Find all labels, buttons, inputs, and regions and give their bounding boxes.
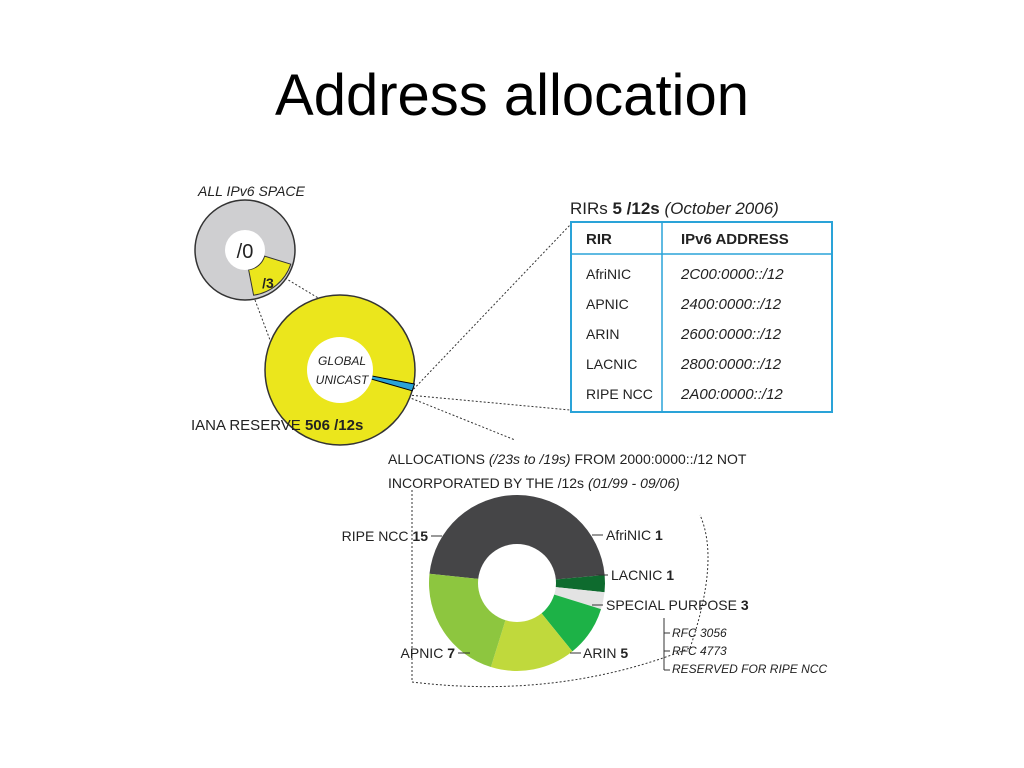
donut-slice-afrinic <box>517 574 605 593</box>
slice-label-name: SPECIAL PURPOSE <box>606 597 737 613</box>
special-purpose-note: RESERVED FOR RIPE NCC <box>672 662 827 676</box>
rir-table-col-addr: IPv6 ADDRESS <box>681 231 789 248</box>
special-purpose-note: RFC 4773 <box>672 644 727 658</box>
special-purpose-bracket <box>663 618 670 671</box>
slide-title: Address allocation <box>275 63 749 128</box>
connector-slice-to-unicast-b <box>254 299 271 341</box>
slice-label-special-purpose: SPECIAL PURPOSE 3 <box>606 597 749 613</box>
donut-hole <box>478 544 556 622</box>
all-space-label: ALL IPv6 SPACE <box>197 183 306 199</box>
slice-label-name: ARIN <box>583 645 616 661</box>
rir-row-name: APNIC <box>586 296 629 312</box>
iana-reserve-label: IANA RESERVE 506 /12s <box>191 417 363 434</box>
connector-to-allocations <box>407 396 516 441</box>
slice-label-value: 15 <box>412 528 428 544</box>
donut-slice-ripe-ncc <box>429 495 605 583</box>
rir-row-name: ARIN <box>586 326 619 342</box>
global-unicast-line1: GLOBAL <box>318 354 366 368</box>
allocations-bottom-bracket <box>411 647 691 688</box>
special-purpose-note: RFC 3056 <box>672 626 727 640</box>
rirs-heading-count: 5 /12s <box>613 199 660 218</box>
allocations-caption-line1: ALLOCATIONS (/23s to /19s) FROM 2000:000… <box>388 451 747 467</box>
rir-table-border <box>570 221 833 413</box>
rirs-heading-date: (October 2006) <box>660 199 779 218</box>
allocations-caption-e: (01/99 - 09/06) <box>588 475 680 491</box>
connector-lines <box>254 224 709 688</box>
rirs-heading: RIRs 5 /12s (October 2006) <box>570 199 779 218</box>
slice-label-arin: ARIN 5 <box>583 645 628 661</box>
allocations-caption-a: ALLOCATIONS <box>388 451 489 467</box>
rir-row-address: 2C00:0000::/12 <box>680 266 784 283</box>
rir-row-address: 2800:0000::/12 <box>680 356 782 373</box>
global-unicast-line2: UNICAST <box>316 373 370 387</box>
slice-label-name: LACNIC <box>611 567 662 583</box>
global-unicast-hole <box>307 337 373 403</box>
allocations-caption-b: (/23s to /19s) <box>489 451 571 467</box>
rir-row-name: RIPE NCC <box>586 386 653 402</box>
rirs-heading-prefix: RIRs <box>570 199 613 218</box>
slice-label-name: APNIC <box>401 645 444 661</box>
slice-label-ripe-ncc: RIPE NCC 15 <box>342 528 429 544</box>
slice-label-name: AfriNIC <box>606 527 651 543</box>
leader-lines <box>431 534 670 671</box>
all-space-whole-label: /0 <box>237 241 254 263</box>
connector-to-table-top <box>407 224 571 396</box>
all-space-slice-label: /3 <box>262 275 274 291</box>
slice-label-name: RIPE NCC <box>342 528 409 544</box>
allocations-right-bracket <box>689 514 709 649</box>
rir-table-col-rir: RIR <box>586 231 612 248</box>
allocations-caption-c: FROM 2000:0000::/12 NOT <box>571 451 747 467</box>
iana-reserve-prefix: IANA RESERVE <box>191 417 305 434</box>
slice-label-value: 5 <box>620 645 628 661</box>
slice-label-value: 3 <box>741 597 749 613</box>
all-space-hole <box>225 230 265 270</box>
slice-label-value: 7 <box>447 645 455 661</box>
slice-label-value: 1 <box>655 527 663 543</box>
donut-labels: RIPE NCC 15 AfriNIC 1 LACNIC 1 SPECIAL P… <box>342 527 749 661</box>
allocations-caption-line2: INCORPORATED BY THE /12s (01/99 - 09/06) <box>388 475 680 491</box>
slice-label-value: 1 <box>666 567 674 583</box>
rir-row-name: AfriNIC <box>586 266 631 282</box>
iana-reserve-value: 506 /12s <box>305 417 363 434</box>
rir-row-address: 2400:0000::/12 <box>680 296 782 313</box>
rir-row-address: 2A00:0000::/12 <box>680 386 783 403</box>
rir-row-name: LACNIC <box>586 356 637 372</box>
rir-row-address: 2600:0000::/12 <box>680 326 782 343</box>
rir-table-rows: AfriNIC 2C00:0000::/12 APNIC 2400:0000::… <box>586 266 784 403</box>
all-space-slice <box>248 255 292 296</box>
connector-to-table-bottom <box>407 394 571 411</box>
slice-label-lacnic: LACNIC 1 <box>611 567 674 583</box>
allocations-caption-d: INCORPORATED BY THE /12s <box>388 475 588 491</box>
slice-label-afrinic: AfriNIC 1 <box>606 527 663 543</box>
special-purpose-notes: RFC 3056 RFC 4773 RESERVED FOR RIPE NCC <box>672 626 827 676</box>
slice-label-apnic: APNIC 7 <box>401 645 456 661</box>
